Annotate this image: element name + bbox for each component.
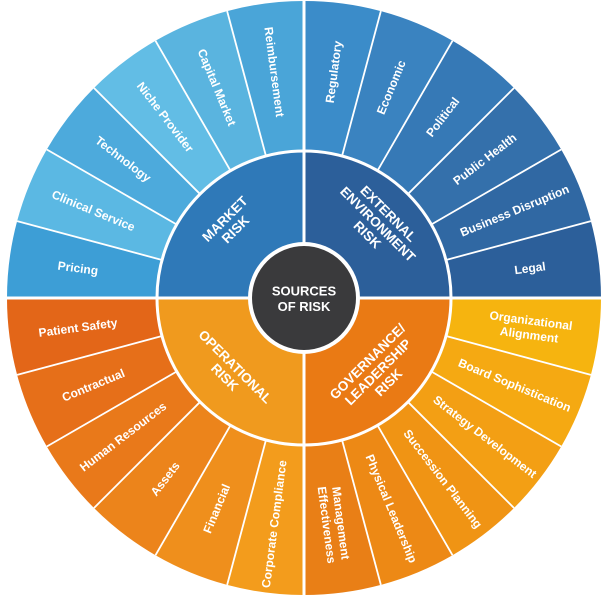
- segment-divider: [93, 401, 201, 509]
- segment-governance-3: [377, 401, 515, 556]
- hub-circle: [252, 246, 356, 350]
- segment-external-2: [377, 40, 515, 195]
- segment-divider: [226, 439, 267, 586]
- segment-divider: [341, 10, 382, 157]
- segment-market-4: [155, 11, 266, 171]
- inner-ring: [157, 151, 451, 445]
- segment-divider: [376, 424, 454, 556]
- ring-dividers: [7, 1, 601, 595]
- segment-external-3: [407, 87, 562, 225]
- segment-divider: [430, 148, 562, 226]
- segment-external-1: [342, 11, 453, 171]
- segment-divider: [154, 40, 232, 172]
- segment-divider: [445, 220, 592, 261]
- segment-market-3: [93, 40, 231, 195]
- segment-governance-0: [445, 298, 601, 375]
- segment-governance-5: [304, 439, 381, 595]
- segment-governance-2: [407, 371, 562, 509]
- segment-market-1: [17, 149, 177, 260]
- segment-external-4: [431, 149, 591, 260]
- segment-operational-4: [17, 336, 177, 447]
- segment-divider: [376, 40, 454, 172]
- segment-external-5: [445, 221, 601, 298]
- segment-governance-4: [342, 425, 453, 585]
- segment-governance-1: [431, 336, 591, 447]
- segment-label: Legal: [514, 259, 547, 277]
- segment-divider: [407, 401, 515, 509]
- outer-ring: [7, 1, 601, 595]
- segment-divider: [46, 148, 178, 226]
- segment-divider: [16, 335, 163, 376]
- segment-market-0: [7, 221, 163, 298]
- segment-operational-3: [46, 371, 201, 509]
- segment-divider: [93, 87, 201, 195]
- segment-divider: [46, 370, 178, 448]
- segment-divider: [430, 370, 562, 448]
- segment-market-2: [46, 87, 201, 225]
- segment-divider: [16, 220, 163, 261]
- quadrant-market: [157, 151, 304, 298]
- segment-operational-0: [227, 439, 304, 595]
- segment-operational-1: [155, 425, 266, 585]
- segment-divider: [341, 439, 382, 586]
- quadrant-governance: [304, 298, 451, 445]
- segment-divider: [154, 424, 232, 556]
- segment-divider: [226, 10, 267, 157]
- segment-operational-2: [93, 401, 231, 556]
- quadrant-external: [304, 151, 451, 298]
- segment-external-0: [304, 1, 381, 157]
- ring-boundary: [155, 149, 453, 447]
- segment-divider: [407, 87, 515, 195]
- segment-market-5: [227, 1, 304, 157]
- segment-label: Pricing: [57, 259, 99, 278]
- segment-operational-5: [7, 298, 163, 375]
- segment-divider: [445, 335, 592, 376]
- quadrant-operational: [157, 298, 304, 445]
